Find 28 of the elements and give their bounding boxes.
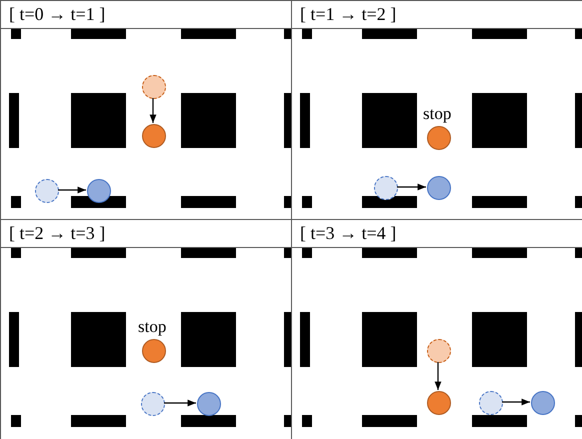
agent-circle <box>141 392 165 416</box>
agent-circle <box>142 124 166 148</box>
arrow <box>502 398 530 406</box>
agent-circle <box>427 176 451 200</box>
agent-circle <box>142 75 166 99</box>
panel-title: [ t=3 → t=4 ] <box>300 223 396 244</box>
agent-circle <box>197 392 221 416</box>
panel-title: [ t=1 → t=2 ] <box>300 4 396 25</box>
agent-circle <box>142 339 166 363</box>
agent-circle <box>374 176 398 200</box>
arrow <box>150 98 156 123</box>
arrow <box>58 186 86 194</box>
panel-title: [ t=0 → t=1 ] <box>9 4 106 25</box>
agent-circle <box>427 391 451 415</box>
stop-label: stop <box>423 104 452 124</box>
arrow <box>434 362 442 390</box>
arrow <box>397 184 426 190</box>
agent-circle <box>427 339 451 363</box>
map-panel <box>0 0 292 221</box>
agent-circle <box>35 179 59 203</box>
map-panel <box>0 219 292 439</box>
agent-circle <box>427 126 451 150</box>
agent-circle <box>87 179 111 203</box>
stop-label: stop <box>138 317 166 337</box>
agent-circle <box>479 391 503 415</box>
agent-circle <box>531 391 555 415</box>
arrow <box>164 400 196 406</box>
panel-title: [ t=2 → t=3 ] <box>9 223 106 244</box>
